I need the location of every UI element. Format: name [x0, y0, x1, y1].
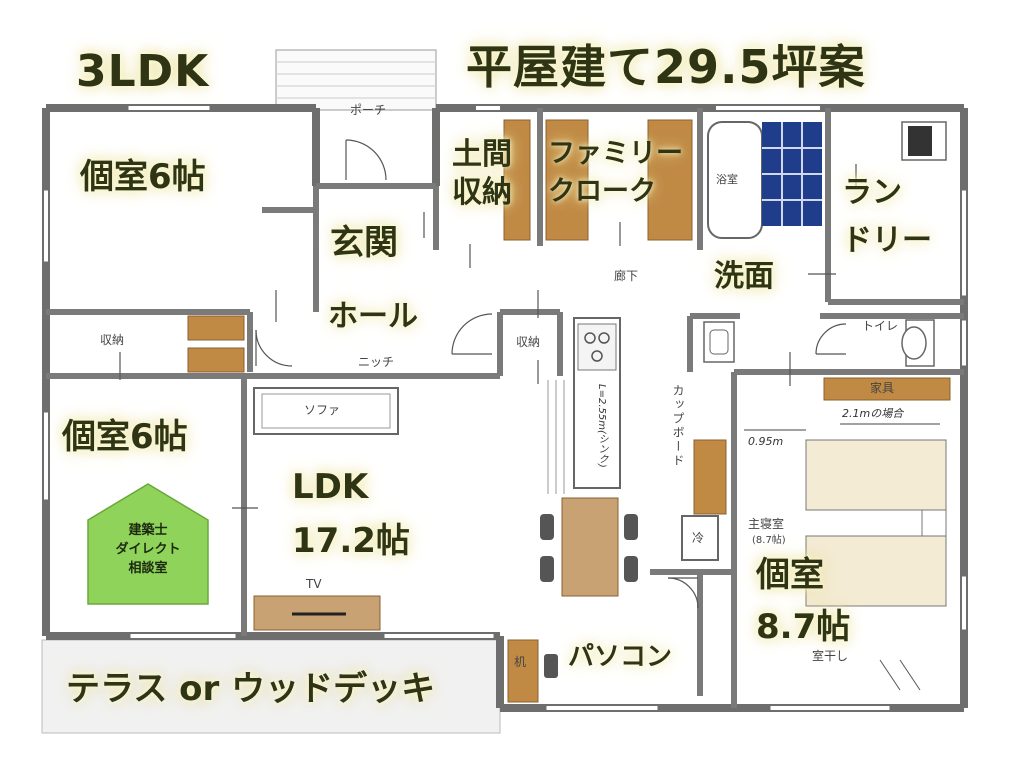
sliding-door-marks [119, 164, 857, 509]
room-entrance: 玄関 [330, 223, 398, 263]
room-master-line2: 8.7帖 [756, 607, 851, 647]
beds [805, 439, 947, 607]
plan-title: 平屋建て29.5坪案 [466, 40, 866, 94]
badge-line3: 相談室 [128, 560, 168, 576]
dining-table [561, 497, 619, 597]
label-desk: 机 [514, 655, 527, 669]
note-wardrobe: 2.1mの場合 [842, 407, 904, 420]
room-family-closet-line1: ファミリー [548, 138, 683, 169]
note-gap: 0.95m [748, 435, 784, 448]
label-master-bedroom: 主寝室 [748, 517, 785, 531]
room-ldk-line2: 17.2帖 [292, 521, 410, 561]
label-storage-left: 収納 [100, 333, 125, 347]
label-fridge: 冷 [692, 531, 705, 545]
room-master-line1: 個室 [756, 555, 824, 595]
room-laundry-line1: ラン [842, 175, 902, 210]
interior-walls [46, 108, 964, 708]
room-pc-corner: パソコン [568, 642, 673, 672]
windows [44, 106, 966, 710]
sofa [253, 387, 399, 435]
label-master-bedroom-size: (8.7帖) [752, 535, 786, 546]
badge-shape [87, 483, 209, 605]
note-kitchen: L=2.55m(シンク) [596, 384, 607, 468]
room-earth-floor-storage-line1: 土間 [452, 137, 512, 172]
layout-type-title: 3LDK [76, 46, 210, 97]
label-tv: TV [306, 577, 322, 591]
badge-line2: ダイレクト [115, 541, 181, 557]
door-swings [255, 139, 847, 609]
badge-line1: 建築士 [128, 523, 168, 538]
room-earth-floor-storage-line2: 収納 [452, 175, 512, 210]
room-washroom: 洗面 [714, 259, 774, 294]
badge-text: 建築士 ダイレクト 相談室 [88, 522, 208, 579]
label-bath: 浴室 [716, 173, 738, 186]
room-private-mid-left: 個室6帖 [62, 417, 188, 457]
label-sofa: ソファ [304, 403, 341, 417]
room-laundry-line2: ドリー [842, 223, 932, 258]
room-ldk-line1: LDK [292, 467, 369, 507]
label-cupboard: カップボード [671, 384, 685, 468]
label-porch: ポーチ [350, 103, 387, 117]
storage-wood [187, 119, 951, 703]
room-hall: ホール [328, 299, 418, 334]
fridge [681, 515, 719, 561]
label-indoor-drying: 室干し [812, 649, 849, 663]
terrace-area [41, 639, 501, 734]
label-storage-center: 収納 [516, 335, 541, 349]
label-niche: ニッチ [358, 355, 395, 369]
room-family-closet-line2: クローク [548, 176, 656, 207]
room-private-top-left: 個室6帖 [80, 157, 206, 197]
label-toilet: トイレ [862, 319, 899, 333]
bath-tile [762, 122, 822, 226]
label-corridor: 廊下 [614, 269, 639, 283]
room-terrace: テラス or ウッドデッキ [66, 669, 436, 709]
porch-area [275, 49, 437, 111]
label-furniture: 家具 [870, 381, 895, 395]
